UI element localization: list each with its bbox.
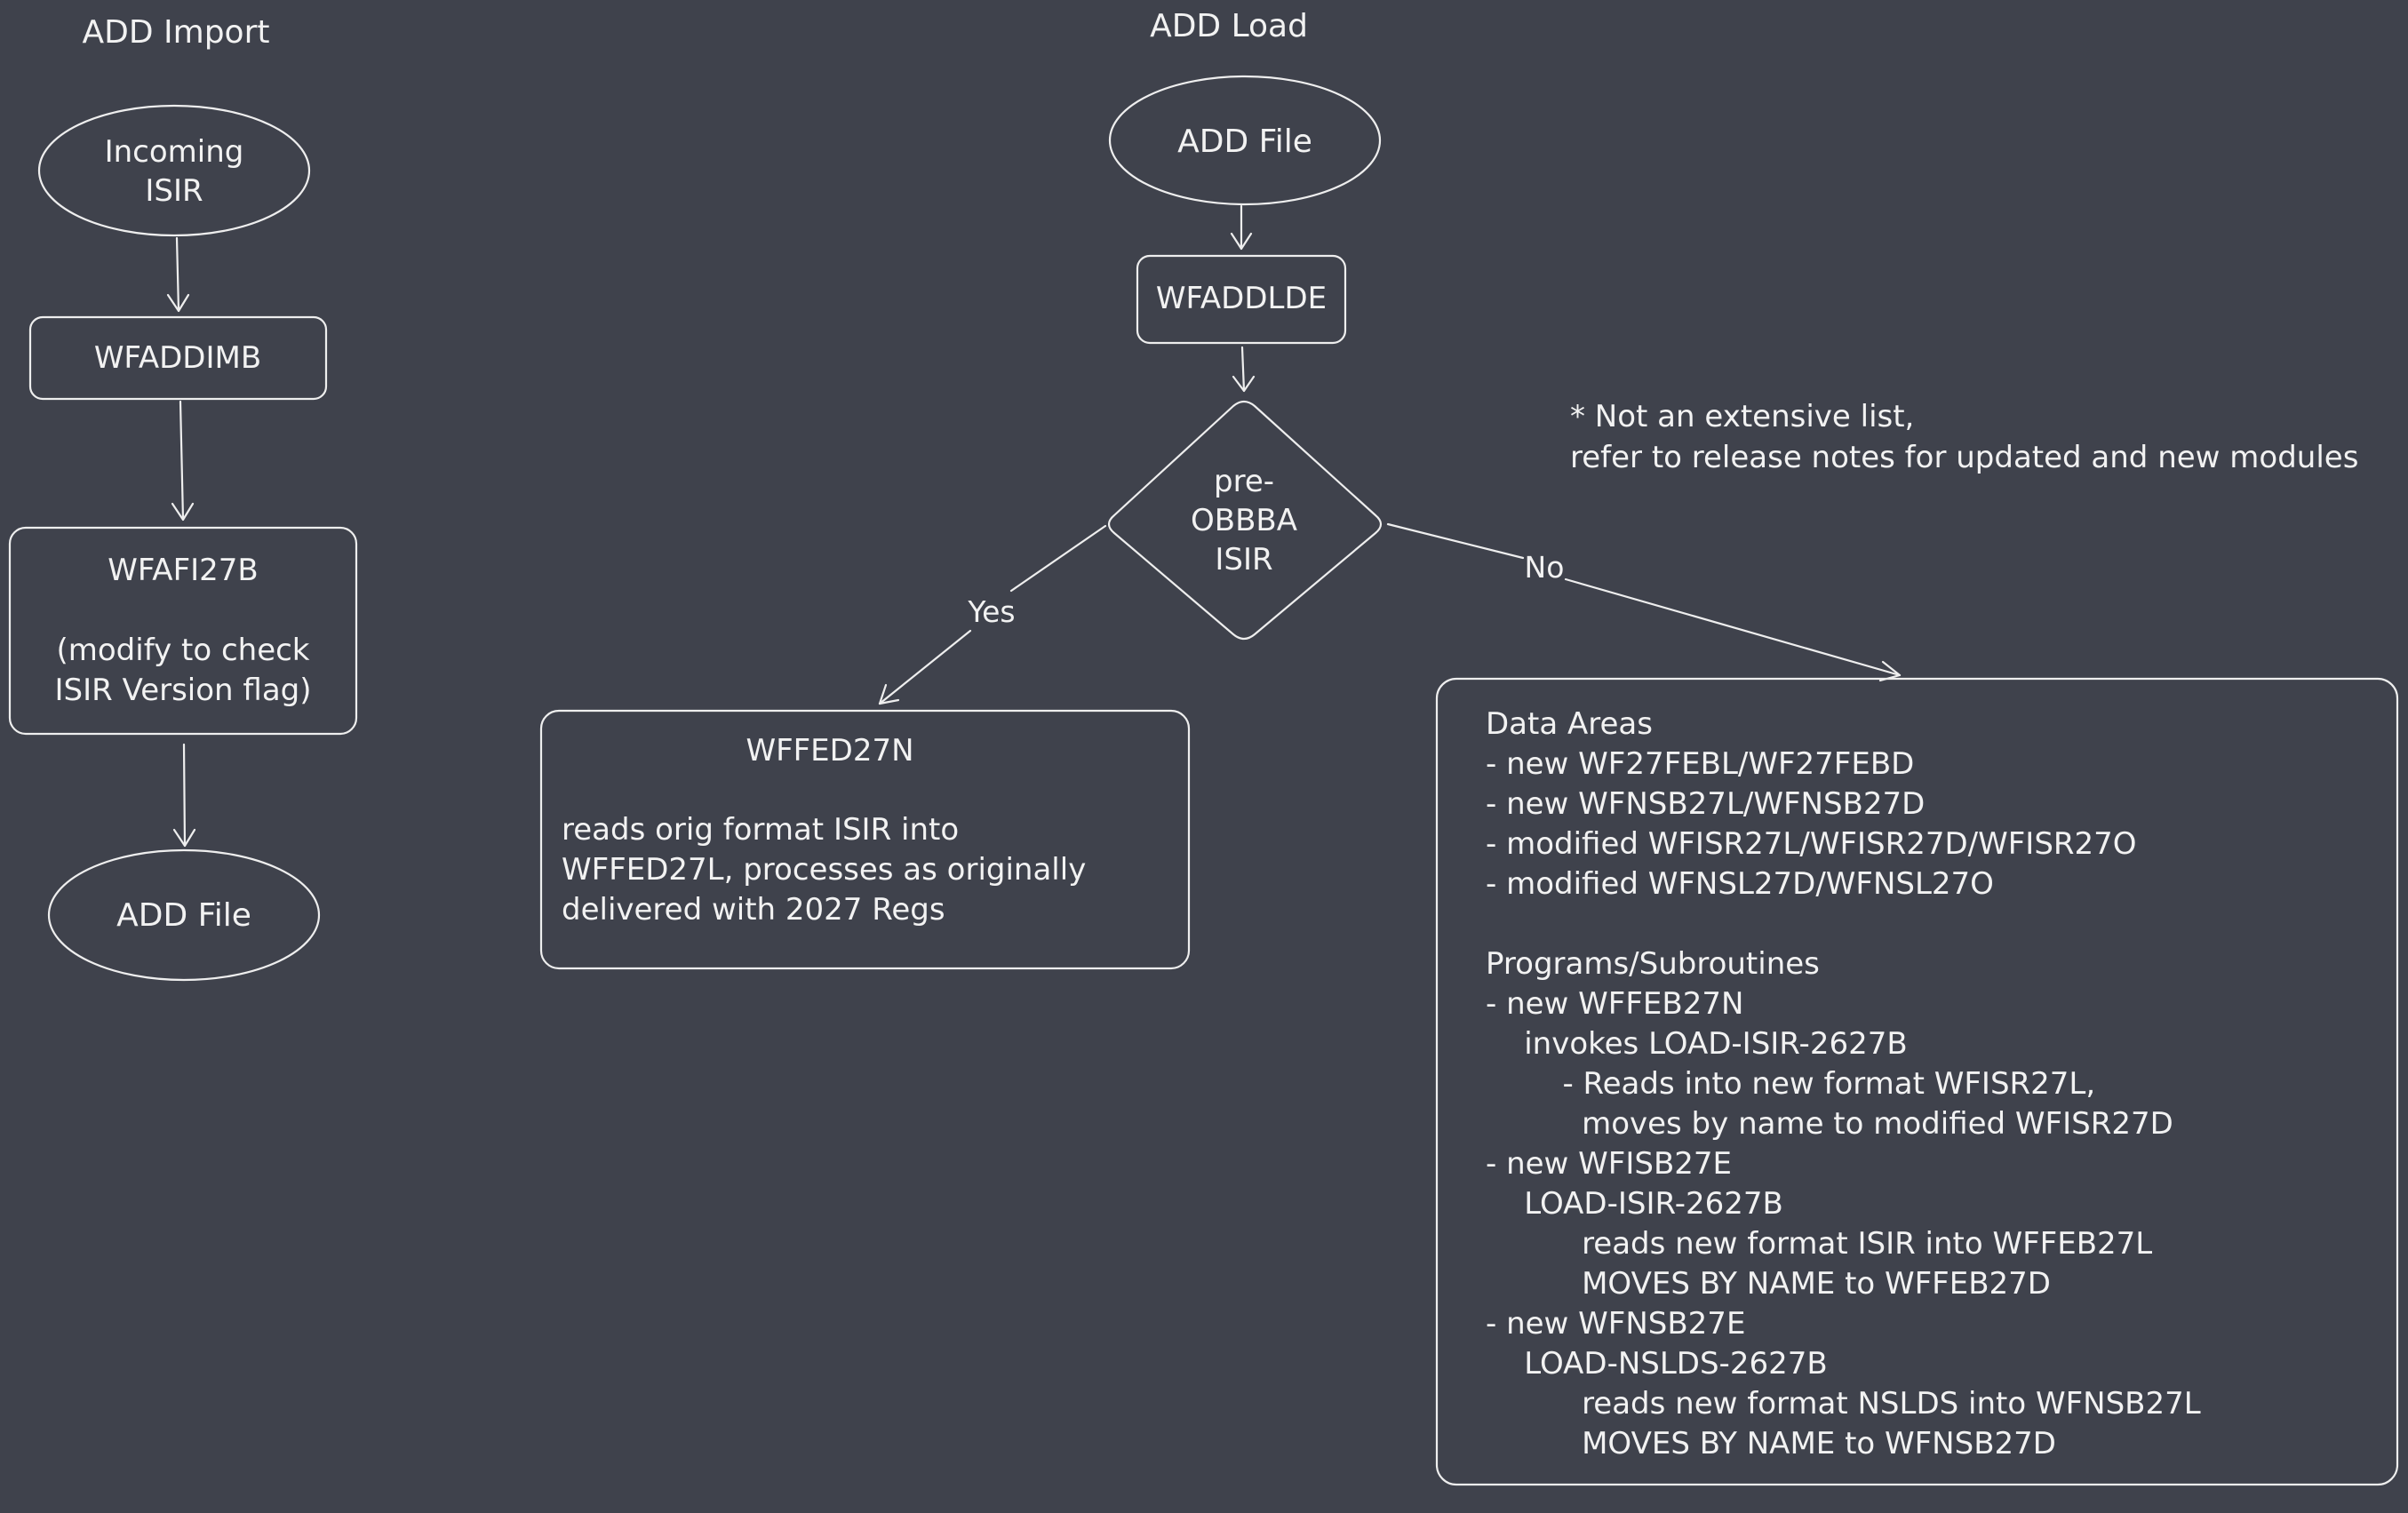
text-line: Programs/Subroutines [1486, 946, 1820, 982]
edge-decision-yes: Yes [878, 524, 1107, 705]
text-line: - new WFNSB27L/WFNSB27D [1486, 786, 1925, 822]
wffed27n-title: WFFED27N [746, 733, 913, 768]
text-line: - modified WFISR27L/WFISR27D/WFISR27O [1486, 826, 2137, 862]
text-line: LOAD-NSLDS-2627B [1486, 1346, 1828, 1382]
text-line: ADD File [116, 897, 251, 934]
text-line: reads orig format ISIR into [562, 812, 959, 848]
text-line: (modify to check [57, 633, 310, 668]
svg-text:WFADDLDE: WFADDLDE [1156, 281, 1327, 316]
text-line: - new WFNSB27E [1486, 1306, 1745, 1342]
text-line: WFADDLDE [1156, 281, 1327, 316]
text-line: Incoming [105, 134, 244, 170]
text-line: * Not an extensive list, [1570, 399, 1914, 434]
text-line: - modified WFNSL27D/WFNSL27O [1486, 866, 1994, 902]
node-add-file-load[interactable]: ADD File [1108, 75, 1382, 206]
text-line [179, 593, 188, 628]
text-line: ISIR [1215, 542, 1272, 577]
edge-incoming-to-wfaddimb [166, 236, 190, 313]
text-line: ISIR Version flag) [55, 673, 312, 708]
text-line: invokes LOAD-ISIR-2627B [1486, 1026, 1908, 1062]
text-line: ISIR [145, 173, 203, 209]
note-annotation: * Not an extensive list, refer to release… [1570, 399, 2358, 475]
text-line: delivered with 2027 Regs [562, 892, 945, 928]
text-line: - new WFFEB27N [1486, 986, 1743, 1022]
text-line: ADD File [1177, 123, 1312, 160]
text-line: MOVES BY NAME to WFFEB27D [1486, 1266, 2051, 1302]
section-title-add-import: ADD Import [83, 14, 270, 51]
node-add-file-import[interactable]: ADD File [47, 848, 321, 982]
node-wfaddimb[interactable]: WFADDIMB [28, 315, 328, 401]
svg-text:Data Areas- new WF27FEBL/WF27F: Data Areas - new WF27FEBL/WF27FEBD - new W… [1486, 706, 2201, 1461]
text-line: LOAD-ISIR-2627B [1486, 1186, 1783, 1222]
svg-text:ADD File: ADD File [116, 897, 251, 934]
text-line: reads new format ISIR into WFFEB27L [1486, 1226, 2152, 1262]
text-line: WFAFI27B [108, 553, 259, 588]
edge-wfaddimb-to-wfafi27b [171, 400, 195, 522]
text-line: - new WFISB27E [1486, 1146, 1732, 1182]
svg-text:* Not an extensive list,refer: * Not an extensive list, refer to release… [1570, 399, 2358, 475]
edge-decision-no: No [1386, 522, 1902, 682]
text-line: - new WF27FEBL/WF27FEBD [1486, 746, 1914, 782]
text-line: MOVES BY NAME to WFNSB27D [1486, 1426, 2056, 1461]
edge-wfaddlde-to-decision [1232, 346, 1256, 393]
edge-wfafi27b-to-add-file [172, 743, 196, 848]
text-line: OBBBA [1191, 503, 1297, 538]
text-line: Data Areas [1486, 706, 1653, 742]
text-line: reads new format NSLDS into WFNSB27L [1486, 1386, 2201, 1421]
node-pre-obbba-decision[interactable]: pre- OBBBA ISIR [1107, 400, 1383, 641]
text-line [1486, 906, 1495, 942]
text-line: moves by name to modified WFISR27D [1486, 1106, 2173, 1142]
edge-label-no: No [1525, 550, 1565, 585]
text-line: - Reads into new format WFISR27L, [1486, 1066, 2095, 1102]
text-line: refer to release notes for updated and n… [1570, 440, 2358, 475]
text-line: pre- [1214, 464, 1274, 499]
edge-add-file-to-wfaddlde [1230, 204, 1253, 251]
text-line: WFFED27L, processes as originally [562, 852, 1086, 888]
svg-text:WFADDIMB: WFADDIMB [94, 340, 261, 376]
section-title-add-load: ADD Load [1150, 8, 1308, 44]
node-wfaddlde[interactable]: WFADDLDE [1136, 254, 1347, 345]
edge-label-yes: Yes [967, 594, 1015, 629]
svg-text:ADD File: ADD File [1177, 123, 1312, 160]
node-modules-list[interactable]: Data Areas - new WF27FEBL/WF27FEBD - new W… [1435, 677, 2399, 1486]
text-line: WFADDIMB [94, 340, 261, 376]
